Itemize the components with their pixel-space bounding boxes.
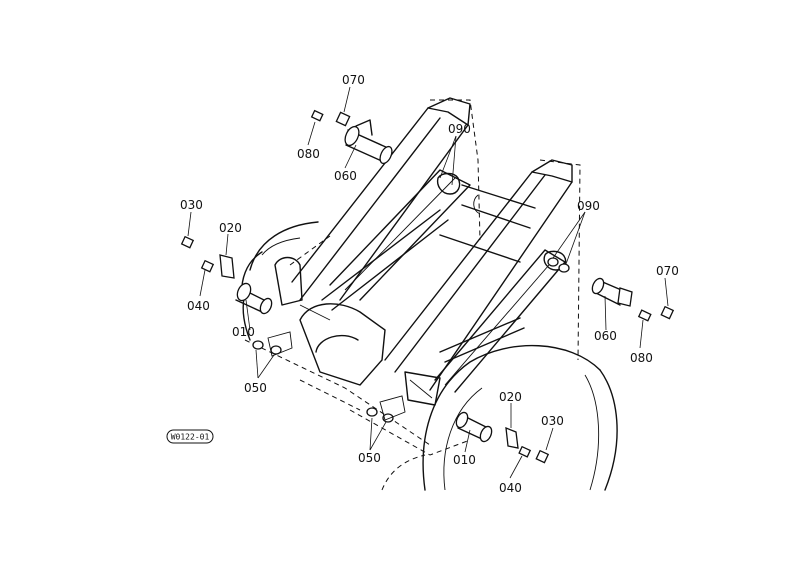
callout-020-lower: 020 xyxy=(499,390,522,404)
callout-030-left: 030 xyxy=(180,198,203,212)
left-pin-assembly xyxy=(180,235,273,315)
lower-pin-assembly xyxy=(366,395,550,464)
callout-050-lower: 050 xyxy=(358,451,381,465)
callout-070-upper: 070 xyxy=(342,73,365,87)
left-loader-arm xyxy=(291,97,471,301)
right-loader-arm xyxy=(384,159,573,393)
right-tire xyxy=(381,344,618,491)
callout-010-lower: 010 xyxy=(453,453,476,467)
pivot-linkage xyxy=(274,256,441,406)
leader-lines xyxy=(187,86,669,479)
upper-pin-assembly xyxy=(310,109,393,165)
machine-frame xyxy=(244,99,581,456)
callout-080-right: 080 xyxy=(630,351,653,365)
callout-030-lower: 030 xyxy=(541,414,564,428)
callout-050-left: 050 xyxy=(244,381,267,395)
callout-020-left: 020 xyxy=(219,221,242,235)
cross-tube xyxy=(439,184,536,263)
callout-060-right: 060 xyxy=(594,329,617,343)
drawing-number-tag: W0122-01 xyxy=(166,429,214,444)
callout-090-upper: 090 xyxy=(448,122,471,136)
left-washers xyxy=(252,331,293,357)
callout-060-upper: 060 xyxy=(334,169,357,183)
callout-080-upper: 080 xyxy=(297,147,320,161)
right-pin-assembly xyxy=(547,257,675,322)
callout-labels: 070 080 060 090 030 020 040 010 050 090 … xyxy=(180,73,679,495)
drawing-number: W0122-01 xyxy=(171,433,210,442)
callout-040-lower: 040 xyxy=(499,481,522,495)
callout-070-right: 070 xyxy=(656,264,679,278)
callout-040-left: 040 xyxy=(187,299,210,313)
lift-cylinders xyxy=(321,209,525,363)
callout-090-right: 090 xyxy=(577,199,600,213)
callout-010-left: 010 xyxy=(232,325,255,339)
left-tire xyxy=(240,221,319,341)
